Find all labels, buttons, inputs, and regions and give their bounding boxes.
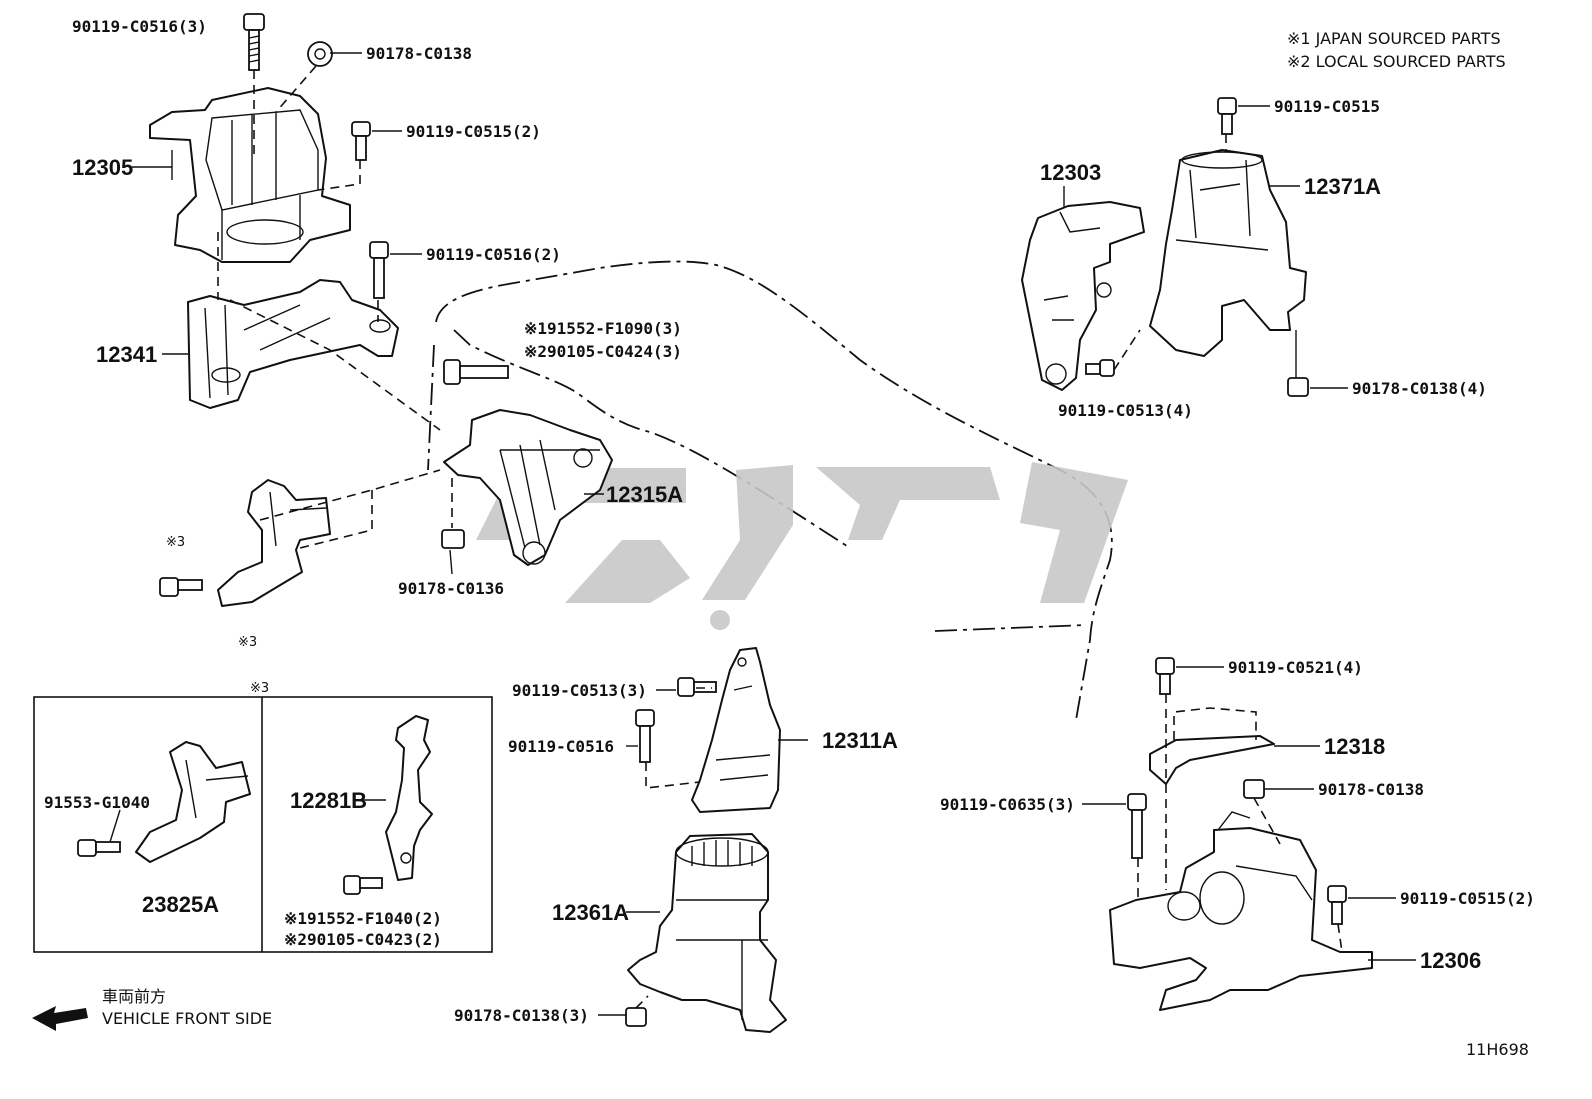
- nut-icon: [1243, 779, 1265, 799]
- label-90178-C0136: 90178-C0136: [398, 579, 504, 598]
- label-12315A: 12315A: [606, 482, 683, 507]
- part-12311A: [691, 647, 808, 813]
- part-12315A: [443, 409, 613, 566]
- note-japan-sourced: ※1 JAPAN SOURCED PARTS: [1287, 29, 1501, 48]
- label-23825A: 23825A: [142, 892, 219, 917]
- bolt-icon: [1155, 657, 1175, 695]
- direction-jp: 車両前方: [102, 987, 166, 1006]
- inset-header-mark: ※3: [250, 681, 269, 696]
- label-90119-C0515-2-left: 90119-C0515(2): [406, 122, 541, 141]
- label-90178-C0138-4: 90178-C0138(4): [1352, 379, 1487, 398]
- label-91552-F1090: ※191552-F1090(3): [524, 319, 682, 338]
- bolt-icon: [243, 13, 265, 71]
- bolt-icon: [677, 677, 717, 697]
- label-90105-C0423: ※290105-C0423(2): [284, 930, 442, 949]
- label-12361A: 12361A: [552, 900, 629, 925]
- label-12318: 12318: [1324, 734, 1385, 759]
- label-12281B: 12281B: [290, 788, 367, 813]
- arrow-left-icon: [32, 1006, 88, 1031]
- label-90119-C0513-4: 90119-C0513(4): [1058, 401, 1193, 420]
- label-12303: 12303: [1040, 160, 1101, 185]
- label-12305: 12305: [72, 155, 133, 180]
- bolt-icon: [635, 709, 655, 763]
- bolt-icon: [351, 121, 371, 161]
- part-12305: [132, 87, 351, 263]
- label-91553-G1040: 91553-G1040: [44, 793, 150, 812]
- engine-outline-lower: [427, 344, 435, 471]
- bolt-icon: [443, 359, 509, 385]
- part-12318: [1149, 707, 1320, 785]
- label-12311A: 12311A: [822, 728, 898, 753]
- label-12341: 12341: [96, 342, 157, 367]
- label-90119-C0521-4: 90119-C0521(4): [1228, 658, 1363, 677]
- bolt-icon: [369, 241, 389, 299]
- part-12341: [162, 279, 399, 409]
- label-90119-C0513-3: 90119-C0513(3): [512, 681, 647, 700]
- direction-en: VEHICLE FRONT SIDE: [102, 1009, 272, 1028]
- bolt-icon: [159, 577, 203, 597]
- label-91552-F1040: ※191552-F1040(2): [284, 909, 442, 928]
- label-90119-C0635-3: 90119-C0635(3): [940, 795, 1075, 814]
- engine-outline-bottom: [934, 624, 1087, 632]
- nut-icon: [625, 1007, 647, 1027]
- part-12361A: [626, 833, 787, 1033]
- bolt-icon: [1327, 885, 1347, 925]
- engine-outline: [435, 260, 1113, 721]
- inset-box: [33, 696, 493, 953]
- label-90119-C0516: 90119-C0516: [508, 737, 614, 756]
- nut-icon: [441, 529, 465, 549]
- note-local-sourced: ※2 LOCAL SOURCED PARTS: [1287, 52, 1506, 71]
- diagram-code: 11H698: [1466, 1040, 1529, 1059]
- label-90119-C0515-right: 90119-C0515: [1274, 97, 1380, 116]
- label-90119-C0515-2-right: 90119-C0515(2): [1400, 889, 1535, 908]
- label-90178-C0138-top: 90178-C0138: [366, 44, 472, 63]
- part-12306: [1109, 811, 1416, 1011]
- part-12371A: [1149, 149, 1307, 378]
- label-x3-bolt: ※3: [166, 535, 185, 550]
- nut-icon: [1287, 377, 1309, 397]
- part-12303: [1021, 186, 1145, 391]
- label-90119-C0516-3: 90119-C0516(3): [72, 17, 207, 36]
- bolt-icon: [1127, 793, 1147, 859]
- bolt-icon: [1217, 97, 1237, 135]
- label-x3-bracket: ※3: [238, 635, 257, 650]
- alignment-lines: [217, 65, 1343, 1009]
- label-90119-C0516-2: 90119-C0516(2): [426, 245, 561, 264]
- label-12371A: 12371A: [1304, 174, 1381, 199]
- nut-icon: [307, 41, 333, 67]
- label-90178-C0138-right: 90178-C0138: [1318, 780, 1424, 799]
- part-bracket-x3: [217, 479, 331, 607]
- label-12306: 12306: [1420, 948, 1481, 973]
- bolt-icon: [1085, 359, 1115, 377]
- leader-lines: [109, 52, 1396, 1016]
- label-90105-C0424: ※290105-C0424(3): [524, 342, 682, 361]
- label-90178-C0138-3: 90178-C0138(3): [454, 1006, 589, 1025]
